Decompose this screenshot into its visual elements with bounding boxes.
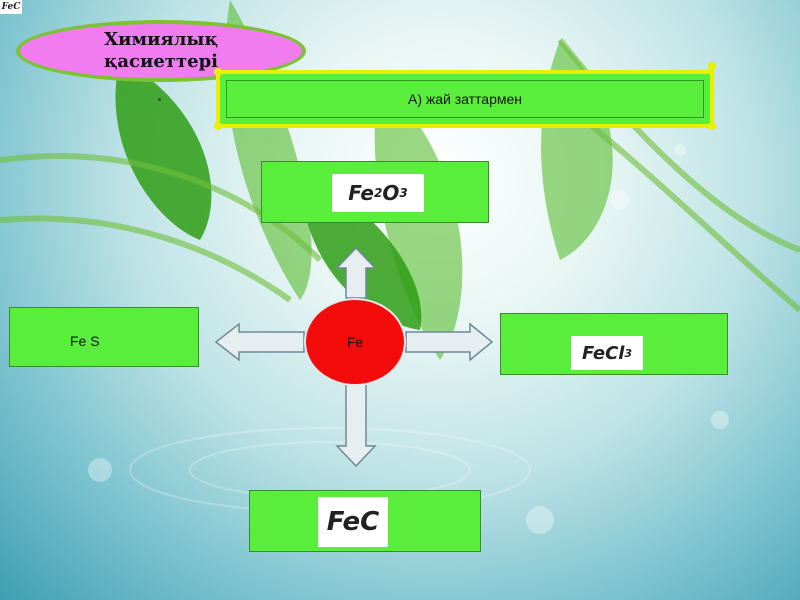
- banner-inner-border: [226, 80, 704, 118]
- formula-sub: 3: [399, 186, 408, 200]
- arrow-left: [214, 322, 305, 362]
- formula-part: FeC: [326, 507, 380, 537]
- corner-tag: FeC: [0, 0, 22, 14]
- resize-handle: [708, 62, 716, 70]
- fe-label: Fe: [346, 334, 364, 350]
- banner-label: А) жай заттармен: [407, 91, 523, 107]
- arrow-up: [335, 246, 377, 299]
- formula-sub: 2: [373, 186, 383, 200]
- title-text: Химиялық қасиеттері: [103, 29, 218, 72]
- arrow-down: [335, 383, 377, 468]
- resize-handle: [214, 122, 222, 130]
- formula-sub: 3: [624, 346, 632, 360]
- bullet-dot: [158, 98, 161, 101]
- box-left[interactable]: [9, 307, 199, 367]
- fe-circle[interactable]: Fe: [304, 298, 406, 386]
- formula-fes: Fe S: [70, 333, 100, 349]
- resize-handle: [214, 68, 222, 76]
- banner-box[interactable]: А) жай заттармен: [214, 62, 716, 130]
- formula-part: O: [382, 181, 400, 205]
- formula-part: FeCl: [581, 342, 625, 364]
- box-bottom[interactable]: FeC: [249, 490, 481, 552]
- formula-part: Fe: [348, 181, 374, 205]
- title-oval: Химиялық қасиеттері: [16, 20, 306, 82]
- arrow-right: [405, 322, 494, 362]
- resize-handle: [708, 122, 716, 130]
- formula-fec: FeC: [318, 497, 388, 547]
